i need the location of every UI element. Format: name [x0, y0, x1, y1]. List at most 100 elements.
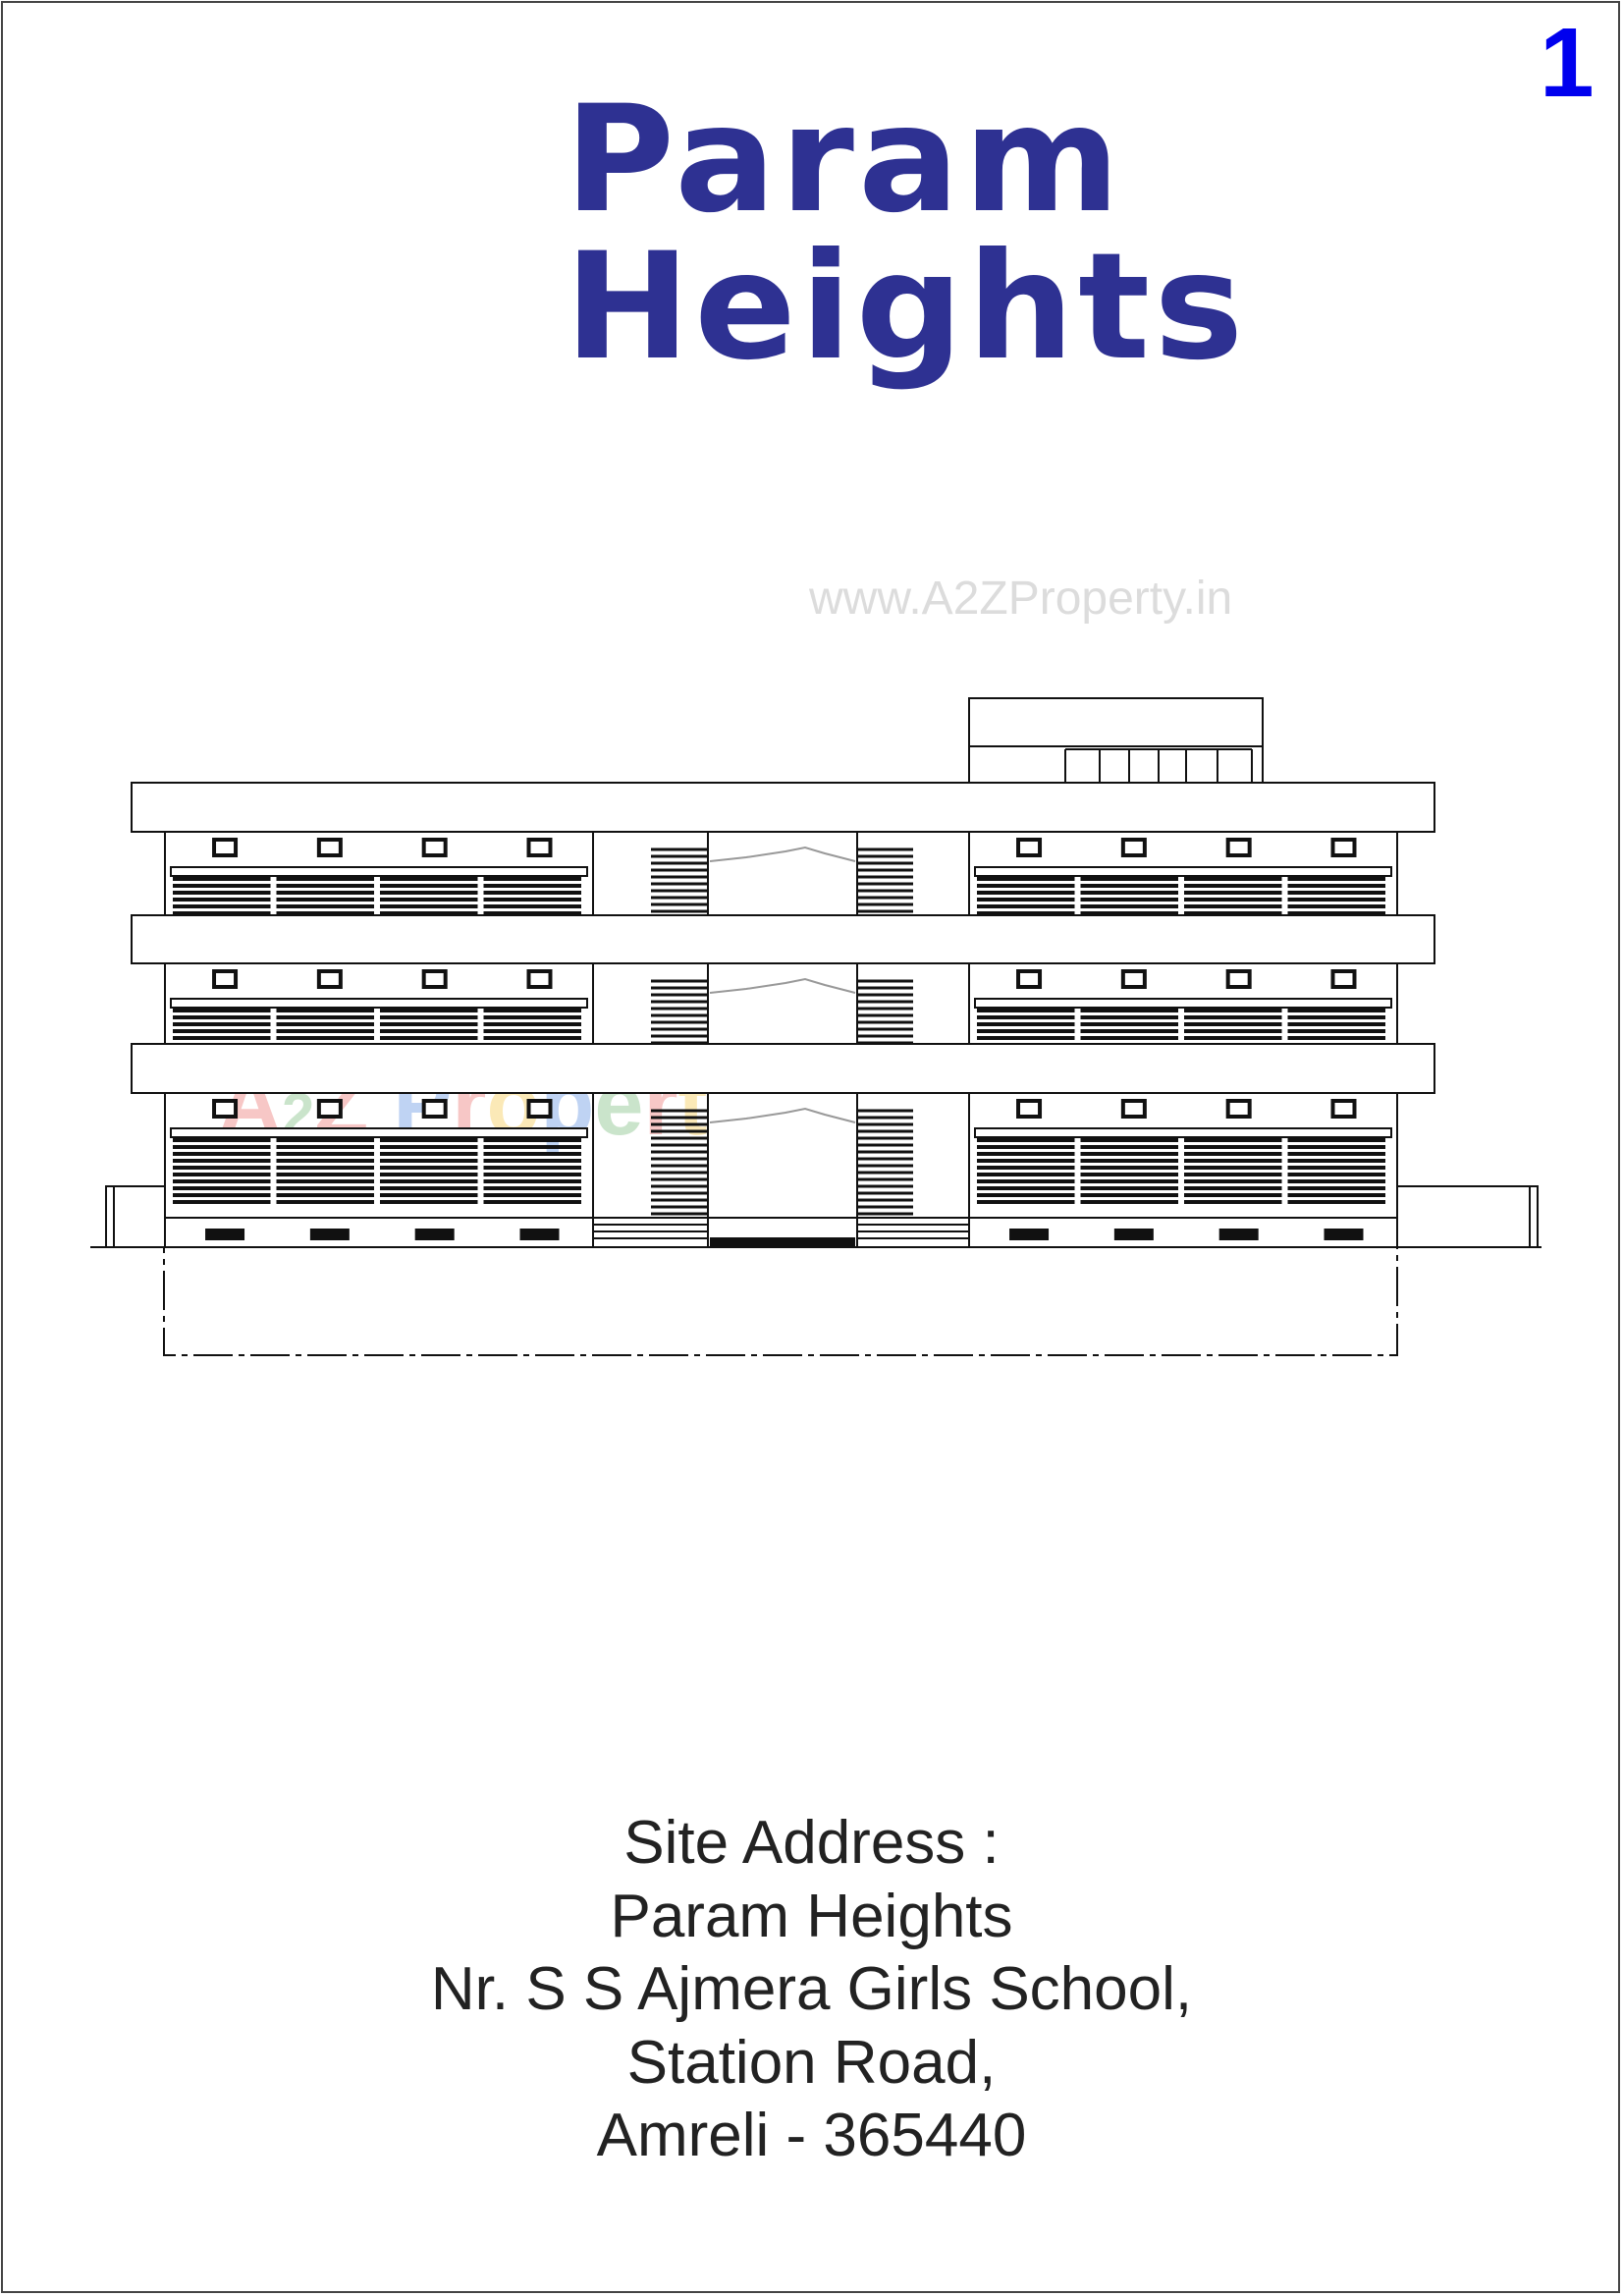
shutter-slat	[483, 1022, 581, 1026]
shop-shutter	[483, 1138, 581, 1204]
shutter-slat	[1080, 1179, 1178, 1183]
shutter-slat	[173, 911, 271, 915]
shutter-slat	[1080, 891, 1178, 895]
shutter-slat	[1184, 911, 1282, 915]
shutter-slat	[1184, 884, 1282, 888]
vent-window	[526, 838, 553, 857]
plinth-vent	[1324, 1229, 1364, 1240]
shutter-slat	[977, 884, 1075, 888]
shutter-slat	[1080, 898, 1178, 902]
shop-canopy	[170, 866, 588, 877]
vent-window	[1330, 969, 1357, 989]
shutter-slat	[1080, 904, 1178, 908]
shutter-slat	[1287, 1200, 1385, 1204]
shop-shutter	[483, 877, 581, 915]
compound-wall-right	[1396, 1185, 1539, 1248]
shutter-slat	[1080, 1166, 1178, 1170]
shutter-slat	[1287, 1015, 1385, 1019]
shutter-slat	[380, 1029, 478, 1033]
shutter-slat	[483, 1159, 581, 1163]
shutter-slat	[977, 1022, 1075, 1026]
shutter-slat	[1184, 1179, 1282, 1183]
shutter-slat	[977, 1152, 1075, 1156]
shutter-slat	[276, 1009, 374, 1012]
address-line: Nr. S S Ajmera Girls School,	[430, 1955, 1193, 2023]
shutter-slat	[276, 911, 374, 915]
shutter-slat	[1184, 877, 1282, 881]
shutter-slat	[483, 1193, 581, 1197]
shop-shutter	[173, 1009, 271, 1040]
plinth-vent	[1113, 1229, 1154, 1240]
shutter-slat	[977, 1186, 1075, 1190]
vent-window	[1330, 1099, 1357, 1119]
shutter-slat	[1080, 1145, 1178, 1149]
shutter-slat	[1184, 1166, 1282, 1170]
opening-lintel-line	[709, 1107, 856, 1123]
shutter-slat	[173, 1179, 271, 1183]
shutter-slat	[1080, 877, 1178, 881]
shutter-slat	[1287, 1152, 1385, 1156]
shutter-slat	[1184, 1186, 1282, 1190]
vent-window	[212, 1099, 239, 1119]
shop-shutter	[380, 877, 478, 915]
shutter-slat	[276, 884, 374, 888]
shutter-slat	[1184, 1200, 1282, 1204]
shutter-slat	[380, 1138, 478, 1142]
shutter-slat	[380, 1166, 478, 1170]
shutter-slat	[1080, 1193, 1178, 1197]
shutter-slat	[1184, 1015, 1282, 1019]
shop-shutter	[977, 1009, 1075, 1040]
shutter-slat	[173, 1152, 271, 1156]
shutter-slat	[1287, 1173, 1385, 1176]
shutter-slat	[483, 1166, 581, 1170]
shutter-slat	[483, 877, 581, 881]
shop-shutter	[1080, 877, 1178, 915]
shutter-slat	[977, 877, 1075, 881]
shutter-slat	[173, 1138, 271, 1142]
shop-shutter	[1287, 1138, 1385, 1204]
shutter-slat	[380, 1152, 478, 1156]
threshold	[710, 1237, 855, 1247]
shutter-slat	[1184, 1009, 1282, 1012]
shutter-slat	[1184, 891, 1282, 895]
shutter-slat	[380, 884, 478, 888]
shutter-slat	[1287, 1193, 1385, 1197]
shop-canopy	[170, 1127, 588, 1138]
shutter-slat	[977, 904, 1075, 908]
shutter-slat	[977, 1179, 1075, 1183]
vent-window	[526, 969, 553, 989]
opening-lintel-line	[709, 846, 856, 862]
vent-window	[421, 969, 448, 989]
shop-canopy	[974, 1127, 1392, 1138]
shop-shutter	[173, 877, 271, 915]
central-opening	[707, 962, 858, 1045]
shutter-slat	[483, 1015, 581, 1019]
shutter-slat	[977, 911, 1075, 915]
sheet-number: 1	[1540, 8, 1595, 118]
plinth-vent	[1009, 1229, 1050, 1240]
shutter-slat	[380, 1159, 478, 1163]
address-line: Amreli - 365440	[596, 2102, 1027, 2169]
shop-shutter	[1287, 877, 1385, 915]
shutter-slat	[483, 904, 581, 908]
shutter-slat	[1287, 891, 1385, 895]
shutter-slat	[1287, 1159, 1385, 1163]
vent-window	[421, 838, 448, 857]
vent-window	[1330, 838, 1357, 857]
shutter-slat	[977, 1145, 1075, 1149]
shutter-slat	[483, 1152, 581, 1156]
shutter-slat	[276, 1179, 374, 1183]
shutter-slat	[483, 884, 581, 888]
shutter-slat	[380, 904, 478, 908]
floor-slab	[131, 1043, 1435, 1094]
shutter-slat	[1080, 1159, 1178, 1163]
shutter-slat	[1184, 1159, 1282, 1163]
vent-window	[1120, 838, 1147, 857]
shop-shutter	[380, 1009, 478, 1040]
shop-shutter	[1184, 1009, 1282, 1040]
shutter-slat	[1080, 1036, 1178, 1040]
shutter-slat	[276, 1022, 374, 1026]
plinth-vent	[519, 1229, 560, 1240]
shutter-slat	[380, 877, 478, 881]
